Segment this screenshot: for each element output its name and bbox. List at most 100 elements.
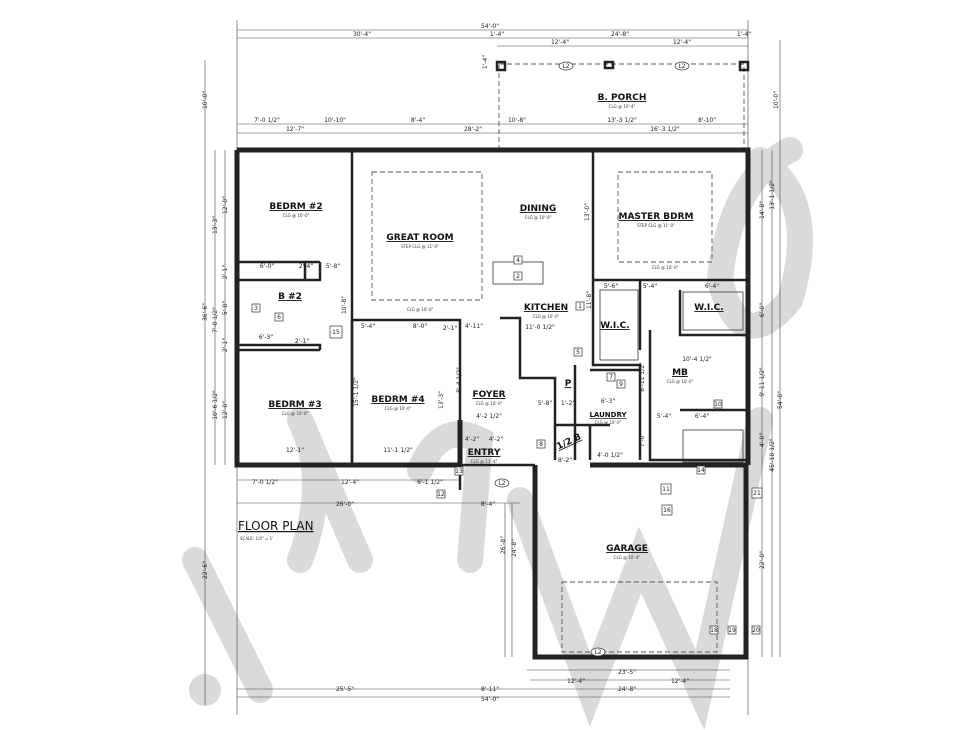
room-name: B. PORCH [598,93,647,103]
dim: 54'-0" [481,23,499,30]
dim: 8'-4" [411,117,425,124]
room-name: KITCHEN [524,303,568,313]
dim: 6'-0" [260,263,274,270]
dim: 5'-4" [657,413,671,420]
dim: 12'-4" [567,678,585,685]
dim: 8'-0" [413,323,427,330]
dim: 6'-3" [601,398,615,405]
dim: 1'-4" [737,31,751,38]
dim: 10'-10" [324,117,346,124]
dim: 6'-1 1/2" [417,479,443,486]
room-ceiling: CLG @ 10'-0" [385,406,412,411]
dim: 23'-5" [618,669,636,676]
dim: 22'-6" [202,561,209,579]
room-ceiling: STEP CLG @ 11'-0" [401,244,439,249]
dim: 6'-3" [259,334,273,341]
dim: 2'-1" [443,325,457,332]
callout-tag: 8 [539,441,543,448]
dim: 7'-0 1/2" [252,479,278,486]
callout-tag: 14 [697,467,705,474]
dim: 6'-0" [759,303,766,317]
plan-title: FLOOR PLAN [238,519,314,533]
dim: 12'-1" [286,447,304,454]
callout-tags: 1 2 3 4 5 6 7 8 9 10 11 12 13 14 15 16 1… [251,61,763,657]
watermark [182,137,813,730]
room-ceiling: CLG @ 10'-0" [595,420,622,425]
callout-tag: L2 [498,480,505,487]
callout-tag: L2 [678,63,685,70]
dim: 12'-4" [671,678,689,685]
dim: 24'-8" [511,539,518,557]
callout-tag: 20 [752,627,760,634]
callout-tag: 9 [619,381,623,388]
room-name: BEDRM #3 [268,400,321,410]
dim: 6'-4" [705,283,719,290]
dim: 25'-5" [336,686,354,693]
room-ceiling: CLG @ 10'-0" [476,401,503,406]
dim: 8'-4 1/2" [456,367,463,393]
dim: 2'-1" [222,338,229,352]
dim: 10'-4 1/2" [682,356,712,363]
callout-tag: 3 [254,305,258,312]
master-tray [617,171,713,263]
shower [682,429,744,463]
room-name: BEDRM #4 [371,395,424,405]
room-ceiling: CLG @ 10'-0" [667,379,694,384]
dim: 13'-3" [438,391,445,409]
dim: 24'-8" [618,686,636,693]
dim: 12'-7" [286,126,304,133]
dim: 5'-4" [643,283,657,290]
room-name: W.I.C. [600,321,629,331]
porch-column [738,60,750,72]
porch-column [603,60,615,70]
dim: 5'-6" [604,283,618,290]
room-ceiling: STEP CLG @ 11'-0" [637,223,675,228]
room-name: GARAGE [606,544,648,554]
dim: 9'-11 1/2" [759,367,766,397]
dim: 6'-4" [695,413,709,420]
dim: 7'-0 1/2" [212,307,219,333]
dim: 15'-1 1/2" [353,377,360,407]
callout-tag: 7 [609,374,613,381]
dim: 30'-4" [353,31,371,38]
plan-scale: SCALE: 1/4" = 1' [240,536,273,541]
callout-tag: 21 [753,490,761,497]
callout-tag: 2 [516,273,520,280]
dim: 4'-0" [759,433,766,447]
dim: 13'-3 1/2" [607,117,637,124]
dim: 12'-4" [673,39,691,46]
room-name: W.I.C. [694,303,723,313]
dim: 2'-1" [222,265,229,279]
porch-column [495,60,507,72]
callout-tag: 10 [714,401,722,408]
dim: 54'-0" [481,696,499,703]
dim: 8'-10" [698,117,716,124]
callout-tag: 12 [437,491,445,498]
room-ceiling: CLG @ 10'-0" [652,265,679,270]
dim: 5'-8" [538,400,552,407]
dim: 4'-2" [465,436,479,443]
room-name: MASTER BDRM [619,212,694,222]
dim: 10'-8" [508,117,526,124]
room-name: P [565,379,572,389]
dim: 1'-4" [482,55,489,69]
dim: 5'-0" [222,301,229,315]
room-labels: B. PORCH CLG @ 10'-4" BEDRM #2 CLG @ 10'… [268,93,723,560]
dim: 10'-0" [773,91,780,109]
dim: 54'-0" [777,391,784,409]
room-ceiling: CLG @ 10'-0" [407,307,434,312]
dim: 2'-1" [295,338,309,345]
dim: 12'-4" [341,479,359,486]
dimension-labels: 54'-0" 30'-4" 1'-4" 24'-8" 1'-4" 12'-4" … [202,23,784,703]
dim: 10'-0" [202,91,209,109]
dim: 12'-4" [551,39,569,46]
dim: 12'-0" [222,401,229,419]
dim: 26'-0" [336,501,354,508]
room-name: 1/2 B [555,432,583,452]
dim: 16'-3 1/2" [650,126,680,133]
dim: 1'-2" [561,400,575,407]
room-name: DINING [520,204,557,214]
callout-tag: 6 [277,314,281,321]
interior-dimension-labels: 6'-0" 2'-4" 5'-8" 6'-3" 2'-1" 10'-8" 5'-… [259,203,719,464]
